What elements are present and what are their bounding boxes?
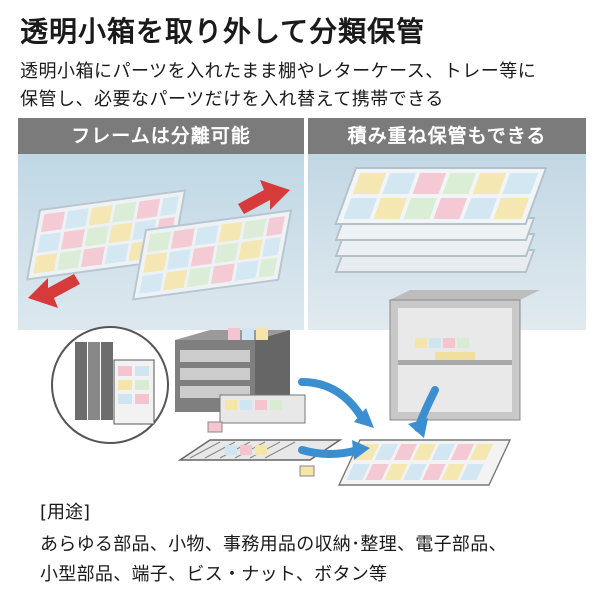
book-case-illustration	[51, 326, 169, 444]
usage-line-2: 小型部品、端子、ビス・ナット、ボタン等	[40, 564, 388, 585]
shelf-illustration	[389, 290, 540, 421]
arrow-cabinet-to-case	[298, 378, 366, 422]
separate-arrow-left	[28, 274, 80, 308]
description-line-1: 透明小箱にパーツを入れたまま棚やレターケース、トレー等に	[20, 61, 537, 82]
photo-stackable: 積み重ね保管もできる	[308, 118, 586, 330]
separate-arrow-right	[238, 180, 290, 214]
usage-line-1: あらゆる部品、小物、事務用品の収納･整理、電子部品、	[40, 534, 507, 555]
usage-body: あらゆる部品、小物、事務用品の収納･整理、電子部品、 小型部品、端子、ビス・ナッ…	[40, 530, 590, 590]
arrow-tray-to-case	[298, 446, 362, 458]
page-title: 透明小箱を取り外して分類保管	[20, 15, 426, 48]
caption-stackable: 積み重ね保管もできる	[308, 118, 586, 154]
stackable-illustration	[334, 167, 548, 273]
description: 透明小箱にパーツを入れたまま棚やレターケース、トレー等に 保管し、必要なパーツだ…	[20, 58, 590, 114]
description-line-2: 保管し、必要なパーツだけを入れ替えて携帯できる	[20, 89, 444, 110]
caption-separable-frame: フレームは分離可能	[18, 118, 304, 154]
tray-illustration	[177, 439, 343, 477]
destination-case-illustration	[337, 439, 512, 486]
separable-frame-illustration	[26, 180, 293, 308]
photo-separable-frame: フレームは分離可能	[18, 118, 304, 330]
usage-illustration	[51, 290, 540, 486]
usage-heading: [用途]	[40, 502, 91, 523]
stacked-cases	[334, 167, 548, 273]
drawer-cabinet-illustration	[175, 328, 306, 433]
